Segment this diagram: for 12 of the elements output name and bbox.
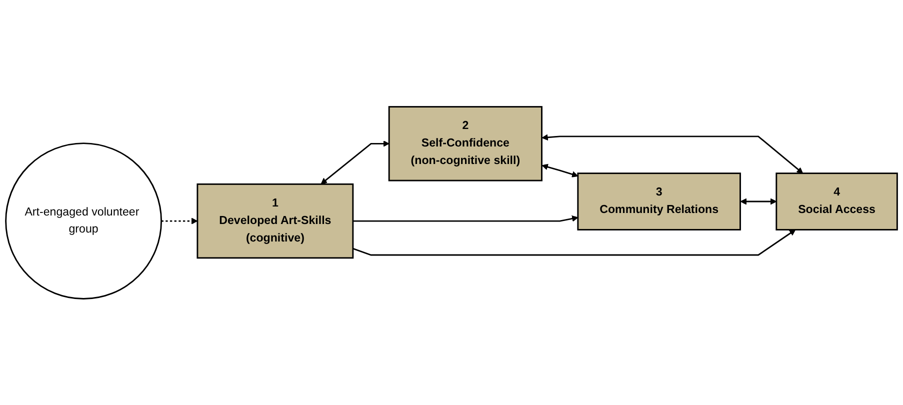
arrow [542,134,804,174]
arrow [320,140,390,184]
node-box: 1 Developed Art-Skills (cognitive) [196,183,354,258]
node-box: 3 Community Relations [577,172,741,230]
arrow [352,229,796,256]
node-circle: Art-engaged volunteer group [5,142,162,300]
arrow [161,218,198,224]
arrow [542,164,578,178]
arrow [740,198,777,204]
arrow [352,215,578,222]
node-box: 2 Self-Confidence (non-cognitive skill) [388,106,542,181]
node-box: 4 Social Access [776,172,898,230]
